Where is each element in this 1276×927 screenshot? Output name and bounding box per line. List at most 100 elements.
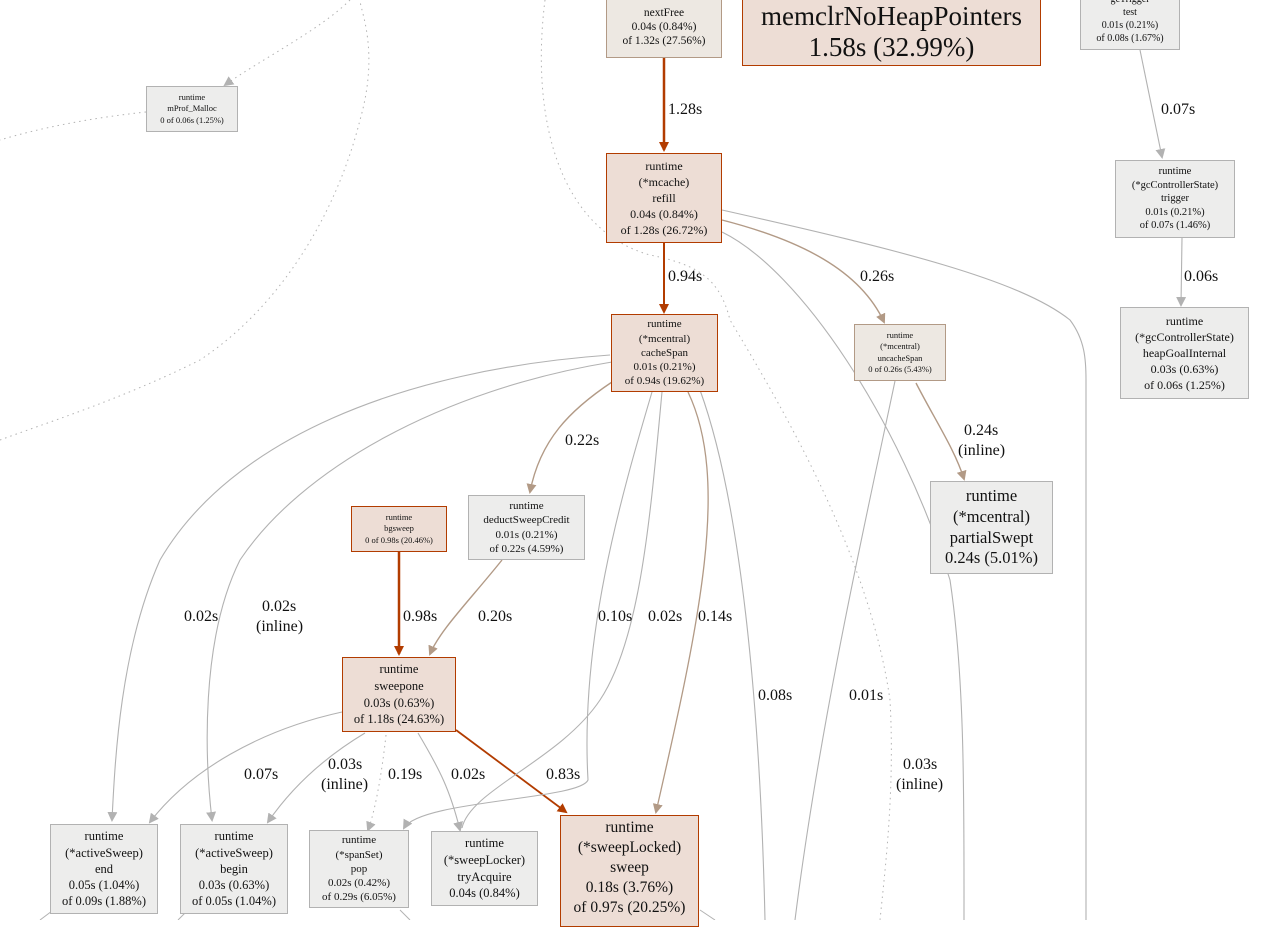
node-activesweep-begin[interactable]: runtime (*activeSweep) begin 0.03s (0.63… (180, 824, 288, 914)
edge-uncache-down (794, 380, 896, 920)
node-mcentral-uncachespan[interactable]: runtime (*mcentral) uncacheSpan 0 of 0.2… (854, 324, 946, 381)
node-pop-line-1: (*spanSet) (335, 848, 383, 861)
node-tryacquire-line-1: (*sweepLocker) (443, 852, 526, 867)
node-heapgoal-line-2: heapGoalInternal (1142, 345, 1227, 360)
node-memclr-line-1: 1.58s (32.99%) (808, 32, 975, 62)
node-mcentral-cachespan[interactable]: runtime (*mcentral) cacheSpan 0.01s (0.2… (611, 314, 718, 392)
edge-label-uncache-partialswept: 0.24s (964, 422, 999, 439)
node-ctrl-line-0: runtime (1158, 165, 1192, 177)
edge-label-dotted-down: 0.03s (903, 756, 938, 773)
node-heapgoal-line-1: (*gcControllerState) (1135, 329, 1234, 344)
edge-label-dotted-down-inline: (inline) (896, 776, 944, 793)
node-mprof-line-2: 0 of 0.06s (1.25%) (160, 114, 224, 125)
edge-deduct-sweepone (428, 559, 503, 656)
node-uncache-line-3: 0 of 0.26s (5.43%) (868, 363, 932, 374)
node-bgsweep-line-0: runtime (385, 511, 413, 522)
node-partialswept-line-0: runtime (965, 486, 1018, 506)
node-begin-line-2: begin (220, 861, 248, 876)
node-nextfree-line-1: 0.04s (0.84%) (631, 21, 697, 34)
node-heapgoalinternal[interactable]: runtime (*gcControllerState) heapGoalInt… (1120, 307, 1249, 399)
node-refill-line-1: (*mcache) (638, 174, 690, 189)
edge-sweepone-sweep (455, 729, 568, 814)
edge-label-uncache-down: 0.01s (849, 687, 884, 704)
edge-sweepone-pop (417, 732, 463, 832)
node-sweeplocker-tryacquire[interactable]: runtime (*sweepLocker) tryAcquire 0.04s … (431, 831, 538, 906)
edge-label-gctrigger-ctrl: 0.07s (1161, 101, 1196, 118)
node-cachespan-line-0: runtime (647, 318, 682, 331)
node-tryacquire-line-3: 0.04s (0.84%) (449, 886, 520, 901)
node-gctrigger-line-0: gcTrigger (1110, 0, 1149, 6)
node-begin-line-1: (*activeSweep) (195, 845, 273, 860)
edge-sweepone-begin (266, 732, 366, 824)
edge-cachespan-begin (206, 361, 613, 822)
edge-bottom-pop (399, 909, 411, 920)
node-mprof-malloc[interactable]: runtime mProf_Malloc 0 of 0.06s (1.25%) (146, 86, 238, 132)
node-bgsweep[interactable]: runtime bgsweep 0 of 0.98s (20.46%) (351, 506, 447, 552)
node-memclr[interactable]: memclrNoHeapPointers 1.58s (32.99%) (742, 0, 1041, 66)
node-pop-line-2: pop (350, 862, 368, 875)
node-sweepone[interactable]: runtime sweepone 0.03s (0.63%) of 1.18s … (342, 657, 456, 732)
edge-refill-uncache (721, 219, 886, 324)
edge-bottom-sweep (699, 909, 716, 920)
node-activesweep-end[interactable]: runtime (*activeSweep) end 0.05s (1.04%)… (50, 824, 158, 914)
node-memclr-line-0: memclrNoHeapPointers (761, 0, 1022, 31)
node-cachespan-line-2: cacheSpan (640, 346, 689, 359)
edge-label-cachespan-begin: 0.02s (262, 598, 297, 615)
edge-cachespan-pop (403, 391, 653, 830)
edge-label-sweepone-tryacquire: 0.02s (451, 766, 486, 783)
edge-uncache-partialswept (915, 382, 967, 481)
edge-label-sweepone-begin: 0.03s (328, 756, 363, 773)
node-sweepone-line-1: sweepone (374, 678, 424, 693)
edge-label-cachespan-begin-inline: (inline) (256, 618, 304, 635)
node-partialswept-line-1: (*mcentral) (953, 506, 1030, 526)
edge-cachespan-deduct (526, 381, 613, 494)
edge-dotted-from-mprof (0, 111, 147, 141)
node-heapgoal-line-4: of 0.06s (1.25%) (1144, 378, 1225, 393)
edge-sweepone-end (148, 711, 343, 824)
node-bgsweep-line-2: 0 of 0.98s (20.46%) (365, 534, 433, 545)
node-begin-line-3: 0.03s (0.63%) (198, 878, 270, 893)
node-uncache-line-2: uncacheSpan (877, 352, 923, 363)
node-gctrigger-test[interactable]: gcTrigger test 0.01s (0.21%) of 0.08s (1… (1080, 0, 1180, 50)
edge-dotted-center (540, 0, 892, 920)
edge-label-cachespan-end: 0.02s (184, 608, 219, 625)
node-spanset-pop[interactable]: runtime (*spanSet) pop 0.02s (0.42%) of … (309, 830, 409, 908)
edge-cachespan-sweep (652, 391, 709, 814)
edge-label-cachespan-pop: 0.10s (598, 608, 633, 625)
node-ctrl-line-3: 0.01s (0.21%) (1145, 206, 1205, 218)
node-sweepone-line-3: of 1.18s (24.63%) (353, 712, 445, 727)
node-end-line-0: runtime (84, 829, 124, 844)
node-deduct-line-1: deductSweepCredit (483, 514, 570, 527)
node-ctrl-line-1: (*gcControllerState) (1131, 179, 1219, 191)
node-bgsweep-line-1: bgsweep (384, 523, 414, 534)
node-partialswept[interactable]: runtime (*mcentral) partialSwept 0.24s (… (930, 481, 1053, 574)
node-deduct-line-3: of 0.22s (4.59%) (489, 542, 564, 555)
node-mcache-refill[interactable]: runtime (*mcache) refill 0.04s (0.84%) o… (606, 153, 722, 243)
node-mprof-line-1: mProf_Malloc (167, 103, 217, 114)
node-cachespan-line-3: 0.01s (0.21%) (633, 361, 696, 374)
node-heapgoal-line-0: runtime (1165, 313, 1204, 328)
node-sweep-line-1: (*sweepLocked) (577, 839, 682, 857)
node-pop-line-4: of 0.29s (6.05%) (322, 891, 396, 904)
edge-label-bgsweep-sweepone: 0.98s (403, 608, 438, 625)
node-sweeplocked-sweep[interactable]: runtime (*sweepLocked) sweep 0.18s (3.76… (560, 815, 699, 927)
edge-label-cachespan-deduct: 0.22s (565, 432, 600, 449)
node-deductsweepcredit[interactable]: runtime deductSweepCredit 0.01s (0.21%) … (468, 495, 585, 560)
node-tryacquire-line-2: tryAcquire (457, 869, 512, 884)
edge-label-sweepone-begin-inline: (inline) (321, 776, 369, 793)
node-sweepone-line-0: runtime (379, 661, 419, 676)
node-end-line-1: (*activeSweep) (65, 845, 143, 860)
node-tryacquire-line-0: runtime (465, 835, 504, 850)
edge-label-cachespan-tryacquire: 0.02s (648, 608, 683, 625)
node-begin-line-0: runtime (214, 829, 254, 844)
node-gccontroller-trigger[interactable]: runtime (*gcControllerState) trigger 0.0… (1115, 160, 1235, 238)
node-deduct-line-2: 0.01s (0.21%) (495, 528, 558, 541)
edge-dotted-to-mprof (223, 0, 351, 87)
node-refill-line-2: refill (652, 190, 676, 205)
node-cachespan-line-1: (*mcentral) (638, 332, 691, 345)
node-pop-line-3: 0.02s (0.42%) (327, 877, 391, 890)
node-mprof-line-0: runtime (178, 91, 206, 102)
node-nextfree[interactable]: nextFree 0.04s (0.84%) of 1.32s (27.56%) (606, 0, 722, 58)
node-sweep-line-0: runtime (605, 819, 654, 837)
